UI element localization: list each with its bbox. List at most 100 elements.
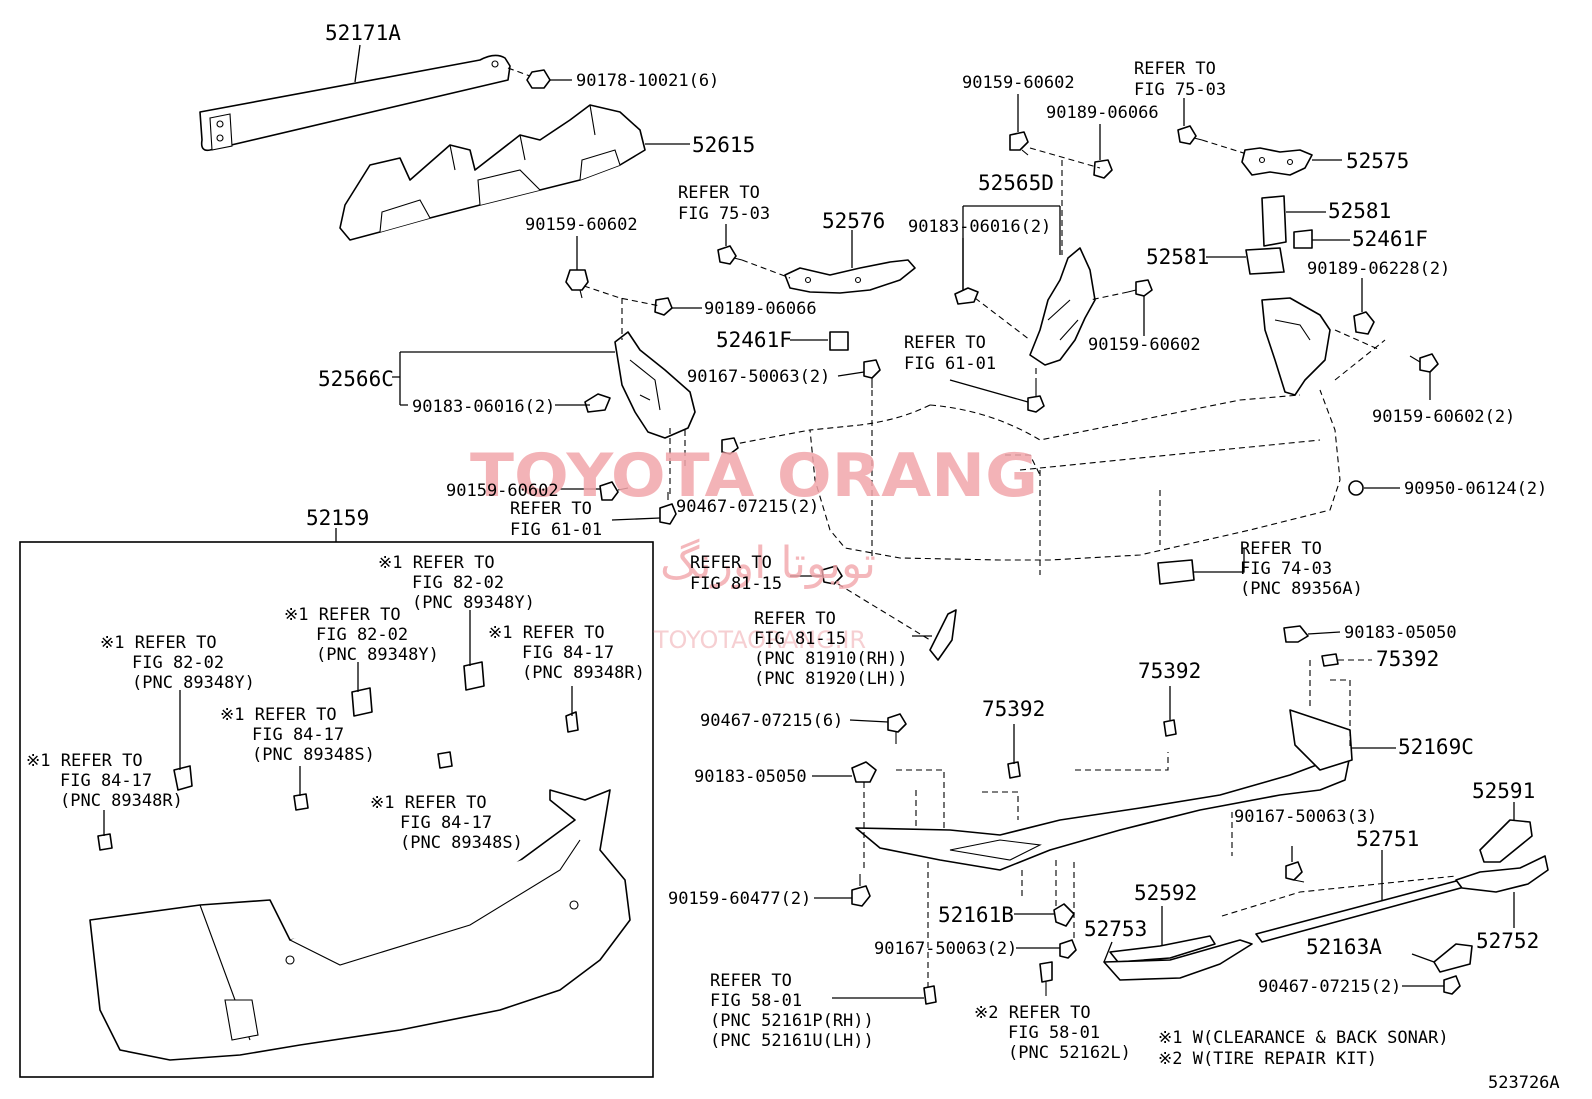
label-90159-60477: 90159-60477(2) — [668, 889, 811, 909]
nut-90178 — [526, 69, 551, 89]
diagram-id: 523726A — [1488, 1073, 1560, 1093]
refer-line: FIG 81-15 — [690, 574, 782, 594]
refer-line: (PNC 52161P(RH)) — [710, 1011, 874, 1031]
refer-line: ※1 REFER TO — [488, 623, 605, 643]
label-90167-left: 90167-50063(2) — [687, 367, 830, 387]
cushion-52461F-left — [829, 331, 849, 351]
refer-line: (PNC 89348Y) — [412, 593, 535, 613]
clip-refer-58-01-b — [1039, 961, 1053, 996]
screw-90467-lower-two — [1443, 975, 1461, 995]
bolt-refer-75-03-left — [717, 245, 743, 265]
watermark-persian: تويوتا اورنگ — [660, 538, 876, 589]
retainer-52565D — [1029, 247, 1096, 366]
refer-line: FIG 84-17 — [522, 643, 614, 663]
screw-90167-lower — [1059, 939, 1077, 959]
refer-line: FIG 84-17 — [400, 813, 492, 833]
refer-line: ※1 REFER TO — [370, 793, 487, 813]
clip-90189-06228 — [1353, 311, 1375, 335]
label-52581-b: 52581 — [1146, 245, 1209, 269]
clip-90183-05050-right — [1283, 625, 1309, 643]
screw-90467-lower-six — [887, 713, 907, 744]
refer-line: REFER TO — [710, 971, 792, 991]
bumper-cover-assembly — [809, 297, 1341, 561]
refer-line: FIG 61-01 — [904, 354, 996, 374]
label-52576: 52576 — [822, 209, 885, 233]
bolt-refer-75-03-top — [1177, 125, 1203, 145]
refer-line: (PNC 81910(RH)) — [754, 649, 908, 669]
label-52615: 52615 — [692, 133, 755, 157]
clip-refer-58-01-a — [923, 985, 937, 1005]
label-52581-a: 52581 — [1328, 199, 1391, 223]
refer-line: REFER TO — [1134, 59, 1216, 79]
label-90183-left: 90183-06016(2) — [412, 397, 555, 417]
label-90467-6: 90467-07215(6) — [700, 711, 843, 731]
lower-bumper-52169C — [855, 709, 1353, 871]
refer-line: (PNC 89348R) — [60, 791, 183, 811]
refer-line: REFER TO — [678, 183, 760, 203]
refer-line: FIG 61-01 — [510, 520, 602, 540]
refer-line: ※2 REFER TO — [974, 1003, 1091, 1023]
label-90159-r2: 90159-60602 — [1088, 335, 1201, 355]
garnish-52591 — [1479, 819, 1533, 863]
screw-refer-61-01-right — [1027, 384, 1045, 413]
refer-line: (PNC 52162L) — [1008, 1043, 1131, 1063]
sonar-holder-c — [463, 610, 485, 691]
absorber-52615 — [339, 104, 646, 241]
refer-line: (PNC 89348Y) — [316, 645, 439, 665]
label-52591: 52591 — [1472, 779, 1535, 803]
label-52575: 52575 — [1346, 149, 1409, 173]
label-90183-right: 90183-06016(2) — [908, 217, 1051, 237]
sonar-retainer-c — [565, 686, 579, 733]
label-52169C: 52169C — [1398, 735, 1474, 759]
refer-line: (PNC 89356A) — [1240, 579, 1363, 599]
label-52161B: 52161B — [938, 903, 1014, 927]
label-90189-r: 90189-06066 — [1046, 103, 1159, 123]
label-52592: 52592 — [1134, 881, 1197, 905]
label-52171A: 52171A — [325, 21, 401, 45]
label-90178: 90178-10021(6) — [576, 71, 719, 91]
label-75392-left: 75392 — [982, 697, 1045, 721]
garnish-52752 — [1455, 855, 1549, 893]
bolt-90159-cover-left — [721, 437, 739, 455]
nut-90189-left — [654, 297, 673, 316]
refer-line: ※1 REFER TO — [100, 633, 217, 653]
bracket-52575 — [1241, 147, 1313, 176]
refer-line: (PNC 89348R) — [522, 663, 645, 683]
cover-52163A — [1433, 943, 1473, 973]
reinforcement-52171A — [199, 54, 511, 152]
refer-line: (PNC 52161U(LH)) — [710, 1031, 874, 1051]
label-90183-05050-right: 90183-05050 — [1344, 623, 1457, 643]
label-75392-right: 75392 — [1376, 647, 1439, 671]
molding-52751 — [1255, 879, 1469, 943]
refer-line: FIG 75-03 — [1134, 80, 1226, 100]
refer-line: REFER TO — [1240, 539, 1322, 559]
refer-line: FIG 84-17 — [60, 771, 152, 791]
refer-line: FIG 81-15 — [754, 629, 846, 649]
label-52163A: 52163A — [1306, 935, 1382, 959]
refer-line: ※1 REFER TO — [284, 605, 401, 625]
bolt-90159-left-upper — [565, 269, 589, 299]
